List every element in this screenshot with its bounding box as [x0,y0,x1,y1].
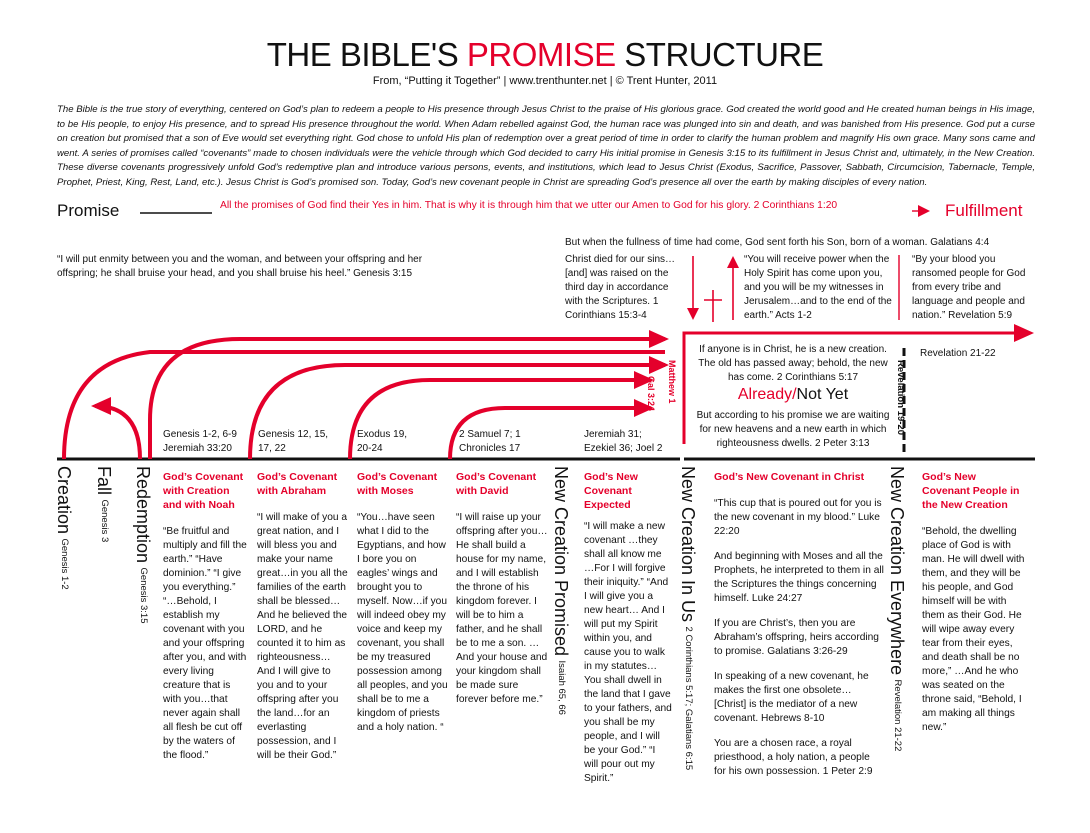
column-people-head: God’s New Covenant People in the New Cre… [922,471,1020,511]
revelation-5-9-quote: “By your blood you ransomed people for G… [912,254,1026,321]
new-creation-quote: If anyone is in Christ, he is a new crea… [698,344,888,383]
column-noah-body: “Be fruitful and multiply and fill the e… [163,526,247,761]
redemption-label: Redemption [133,466,153,564]
already-label: Already/ [737,386,797,403]
column-christ-para-4: In speaking of a new covenant, he makes … [714,671,869,724]
column-christ-head: God’s New Covenant in Christ [714,471,865,483]
not-yet-label: Not Yet [796,386,849,403]
ref-abraham: Genesis 12, 15, 17, 22 [258,429,329,454]
promise-waiting-quote: But according to his promise we are wait… [696,410,890,449]
ref-david: 2 Samuel 7; 1 Chronicles 17 [459,429,521,454]
column-christ-para-5: You are a chosen race, a royal priesthoo… [714,738,873,777]
column-christ-para-3: If you are Christ’s, then you are Abraha… [714,618,879,657]
christ-bracket [682,324,1034,444]
already-not-yet: Already/Not Yet [693,386,893,404]
column-moses: God’s Covenant with Moses “You…have seen… [357,470,449,735]
title-part-2: PROMISE [466,36,616,73]
column-new-covenant-in-christ: God’s New Covenant in Christ “This cup t… [714,470,884,779]
arc-redemption [148,330,669,459]
revelation-19-20-label: Revelation 19-20 [895,360,906,435]
galatians-quote: But when the fullness of time had come, … [565,237,990,248]
ref-moses: Exodus 19, 20-24 [357,429,408,454]
creation-label: Creation [54,466,74,535]
epoch-new-creation-promised: New Creation Promised Isaiah 65, 66 [551,466,571,715]
nce-ref: Revelation 21-22 [892,679,903,752]
banner-quote: All the promises of God find their Yes i… [220,200,838,211]
epoch-creation: Creation Genesis 1-2 [54,466,74,590]
acts-quote: “You will receive power when the Holy Sp… [744,254,892,321]
ncp-label: New Creation Promised [551,466,571,657]
column-david-body: “I will raise up your offspring after yo… [456,512,548,705]
column-noah: God’s Covenant with Creation and with No… [163,470,248,763]
column-abraham-head: God’s Covenant with Abraham [257,471,338,497]
arc-david [448,399,654,460]
ncp-ref: Isaiah 65, 66 [556,660,567,715]
epoch-redemption: Redemption Genesis 3:15 [133,466,153,624]
epoch-new-creation-in-us: New Creation In Us 2 Corinthians 5:17; G… [678,466,698,770]
column-christ-para-1: “This cup that is poured out for you is … [714,498,882,537]
column-people-body: “Behold, the dwelling place of God is wi… [922,526,1025,733]
column-david: God’s Covenant with David “I will raise … [456,470,548,707]
creation-ref: Genesis 1-2 [59,538,70,590]
gal-label: Gal 3:24 [646,376,656,412]
column-moses-body: “You…have seen what I did to the Egyptia… [357,512,448,733]
page-title: THE BIBLE'S PROMISE STRUCTURE [0,36,1090,74]
fall-label: Fall [94,466,114,496]
column-abraham-body: “I will make of you a great nation, and … [257,512,348,761]
ref-jeremiah: Jeremiah 31; Ezekiel 36; Joel 2 [584,429,663,454]
column-expected-body: “I will make a new covenant …they shall … [584,521,672,784]
redemption-ref: Genesis 3:15 [138,567,149,624]
christ-died-quote: Christ died for our sins… [and] was rais… [565,254,676,321]
column-moses-head: God’s Covenant with Moses [357,471,438,497]
column-new-creation-people: God’s New Covenant People in the New Cre… [922,470,1026,735]
column-noah-head: God’s Covenant with Creation and with No… [163,471,244,511]
promise-label: Promise [57,201,120,220]
column-david-head: God’s Covenant with David [456,471,537,497]
column-abraham: God’s Covenant with Abraham “I will make… [257,470,349,763]
intro-paragraph: The Bible is the true story of everythin… [57,104,1035,188]
revelation-21-22-top: Revelation 21-22 [920,348,996,359]
ref-noah: Genesis 1-2, 6-9 Jeremiah 33:20 [163,429,237,454]
arc-moses [348,371,654,460]
matthew-label: Matthew 1 [667,360,677,404]
ncu-label: New Creation In Us [678,466,698,623]
fulfillment-label: Fulfillment [945,201,1023,220]
nce-label: New Creation Everywhere [887,466,907,676]
arc-abraham [248,356,669,460]
epoch-new-creation-everywhere: New Creation Everywhere Revelation 21-22 [887,466,907,751]
arc-fall [91,397,142,460]
ncu-ref: 2 Corinthians 5:17; Galatians 6:15 [683,626,694,771]
page-subtitle: From, “Putting it Together” | www.trenth… [372,75,718,87]
title-part-3: STRUCTURE [615,36,824,73]
column-new-covenant-expected: God’s New Covenant Expected “I will make… [584,470,672,786]
column-expected-head: God’s New Covenant Expected [584,471,638,511]
genesis-quote: “I will put enmity between you and the w… [57,254,423,279]
column-christ-para-2: And beginning with Moses and all the Pro… [714,551,884,604]
title-part-1: THE BIBLE'S [266,36,467,73]
arc-noah [62,350,665,460]
epoch-fall: Fall Genesis 3 [94,466,114,542]
fall-ref: Genesis 3 [99,499,110,543]
